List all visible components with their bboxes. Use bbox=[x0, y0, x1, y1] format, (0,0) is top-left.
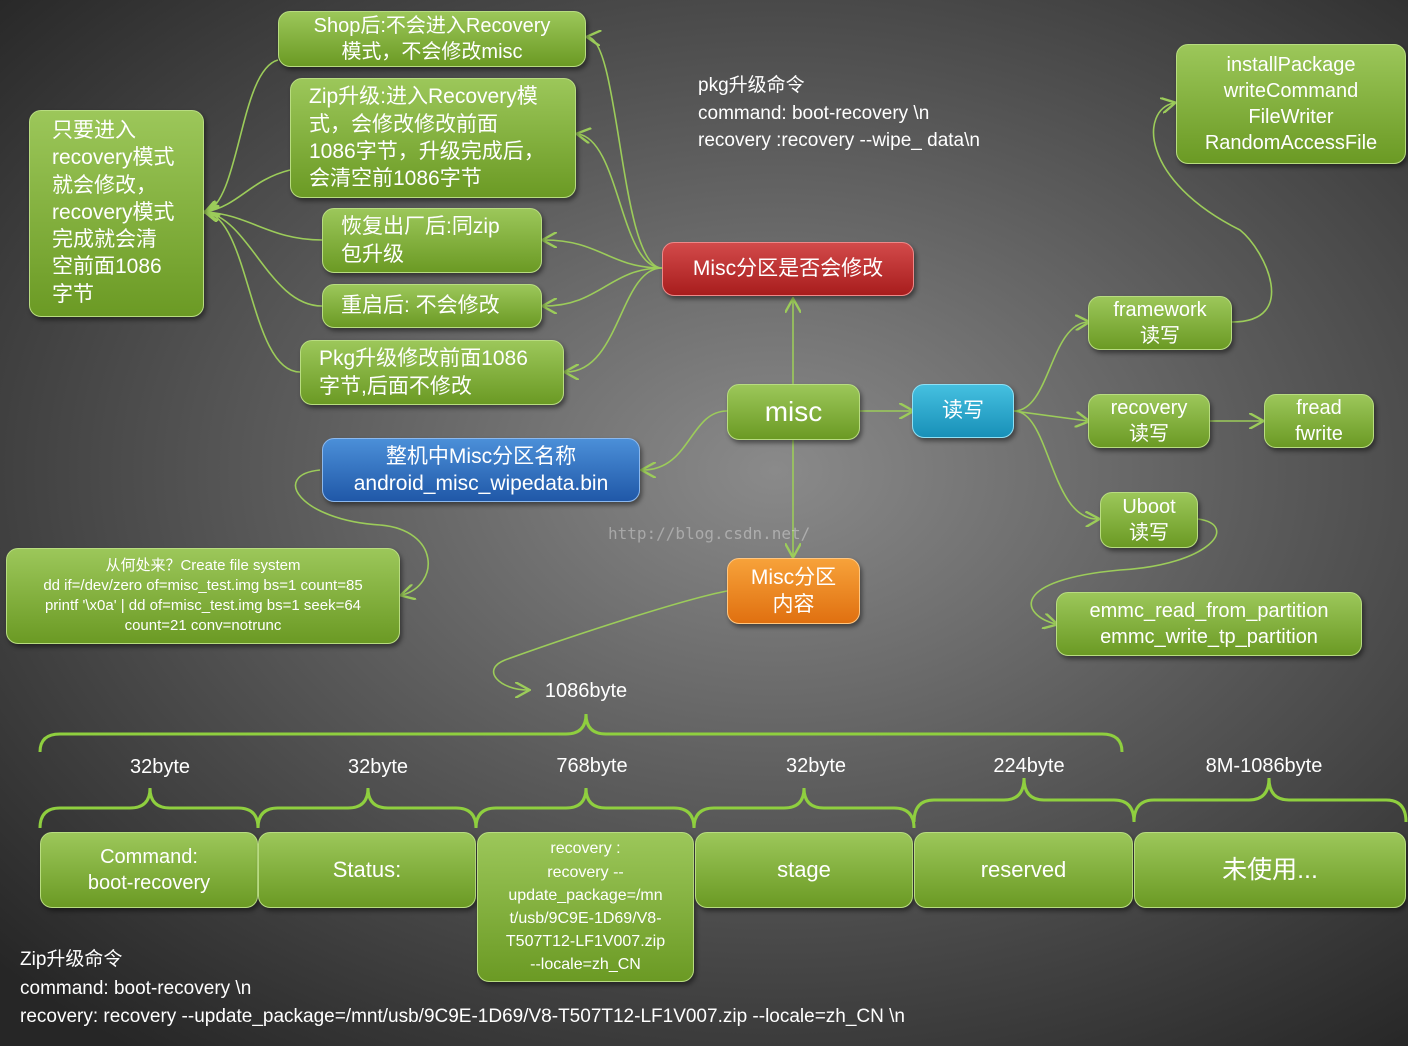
case-reboot: 重启后: 不会修改 bbox=[322, 284, 542, 328]
size-label: 768byte bbox=[556, 755, 628, 777]
field-reserved: reserved bbox=[914, 832, 1133, 908]
read-write-node: 读写 bbox=[912, 384, 1014, 438]
size-label: 32byte bbox=[129, 756, 191, 778]
misc-node: misc bbox=[727, 384, 860, 440]
framework-rw: framework 读写 bbox=[1088, 296, 1232, 350]
framework-api-list: installPackage writeCommand FileWriter R… bbox=[1176, 44, 1406, 164]
recovery-rw: recovery 读写 bbox=[1088, 394, 1210, 448]
create-file-note: 从何处来？Create file system dd if=/dev/zero … bbox=[6, 548, 400, 644]
left-summary-box: 只要进入 recovery模式 就会修改， recovery模式 完成就会清 空… bbox=[29, 110, 204, 317]
size-label: 32byte bbox=[347, 756, 409, 778]
field-unused: 未使用... bbox=[1134, 832, 1406, 908]
total-size-label: 1086byte bbox=[544, 680, 628, 702]
size-label: 224byte bbox=[993, 755, 1065, 777]
case-pkg-upgrade: Pkg升级修改前面1086 字节,后面不修改 bbox=[300, 340, 564, 405]
field-stage: stage bbox=[695, 832, 913, 908]
pkg-upgrade-command: pkg升级命令 command: boot-recovery \n recove… bbox=[698, 75, 980, 152]
uboot-rw: Uboot 读写 bbox=[1100, 492, 1198, 548]
case-zip-upgrade: Zip升级:进入Recovery模 式，会修改修改前面 1086字节，升级完成后… bbox=[290, 78, 576, 198]
misc-modify-question: Misc分区是否会修改 bbox=[662, 242, 914, 296]
case-factory-reset: 恢复出厂后:同zip 包升级 bbox=[322, 208, 542, 273]
case-shop: Shop后:不会进入Recovery 模式，不会修改misc bbox=[278, 11, 586, 67]
size-label: 8M-1086byte bbox=[1205, 755, 1323, 777]
misc-content-node: Misc分区 内容 bbox=[727, 558, 860, 624]
partition-name-box: 整机中Misc分区名称 android_misc_wipedata.bin bbox=[322, 438, 640, 502]
watermark: http://blog.csdn.net/ bbox=[608, 524, 811, 543]
field-status: Status: bbox=[258, 832, 476, 908]
size-label: 32byte bbox=[785, 755, 847, 777]
field-command: Command: boot-recovery bbox=[40, 832, 258, 908]
zip-upgrade-command: Zip升级命令 command: boot-recovery \n recove… bbox=[20, 949, 906, 1027]
fread-fwrite: fread fwrite bbox=[1264, 394, 1374, 448]
emmc-functions: emmc_read_from_partition emmc_write_tp_p… bbox=[1056, 592, 1362, 656]
field-recovery: recovery : recovery -- update_package=/m… bbox=[477, 832, 694, 982]
